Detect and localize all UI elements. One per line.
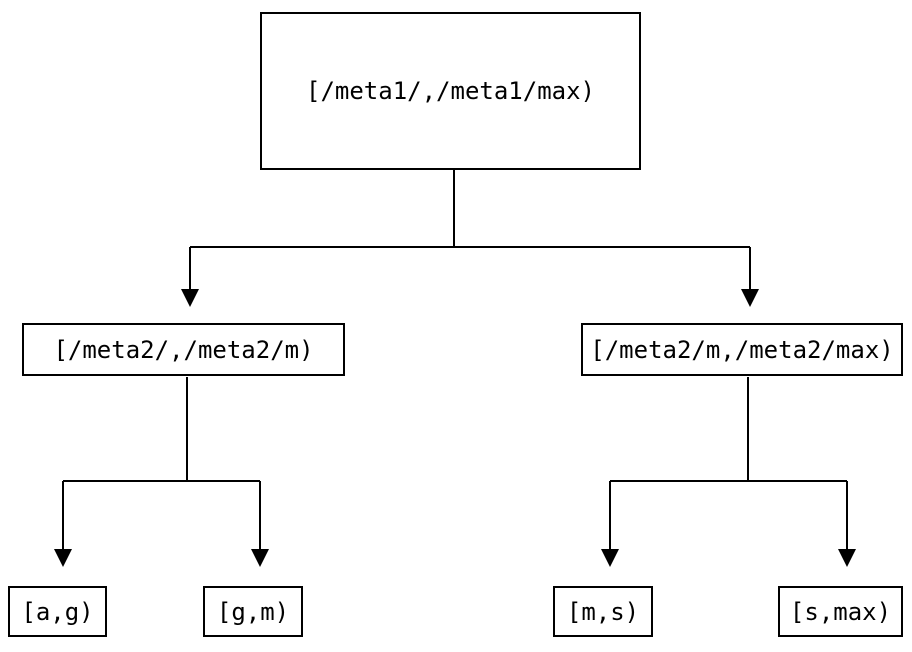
- node-meta2-left-label: [/meta2/,/meta2/m): [53, 335, 314, 364]
- arrow-down-icon: [838, 549, 856, 567]
- arrow-down-icon: [601, 549, 619, 567]
- node-leaf-ms: [m,s): [553, 586, 653, 637]
- arrow-down-icon: [181, 289, 199, 307]
- node-leaf-ag: [a,g): [8, 586, 107, 637]
- node-leaf-smax-label: [s,max): [789, 597, 892, 626]
- arrow-down-icon: [741, 289, 759, 307]
- node-leaf-smax: [s,max): [778, 586, 903, 637]
- arrow-down-icon: [251, 549, 269, 567]
- node-root-label: [/meta1/,/meta1/max): [306, 77, 595, 105]
- node-root: [/meta1/,/meta1/max): [260, 12, 641, 170]
- node-meta2-left: [/meta2/,/meta2/m): [22, 323, 345, 376]
- node-leaf-gm: [g,m): [203, 586, 303, 637]
- arrow-down-icon: [54, 549, 72, 567]
- node-meta2-right-label: [/meta2/m,/meta2/max): [590, 335, 894, 364]
- node-meta2-right: [/meta2/m,/meta2/max): [581, 323, 903, 376]
- node-leaf-gm-label: [g,m): [216, 597, 290, 626]
- node-leaf-ms-label: [m,s): [566, 597, 640, 626]
- node-leaf-ag-label: [a,g): [21, 597, 94, 626]
